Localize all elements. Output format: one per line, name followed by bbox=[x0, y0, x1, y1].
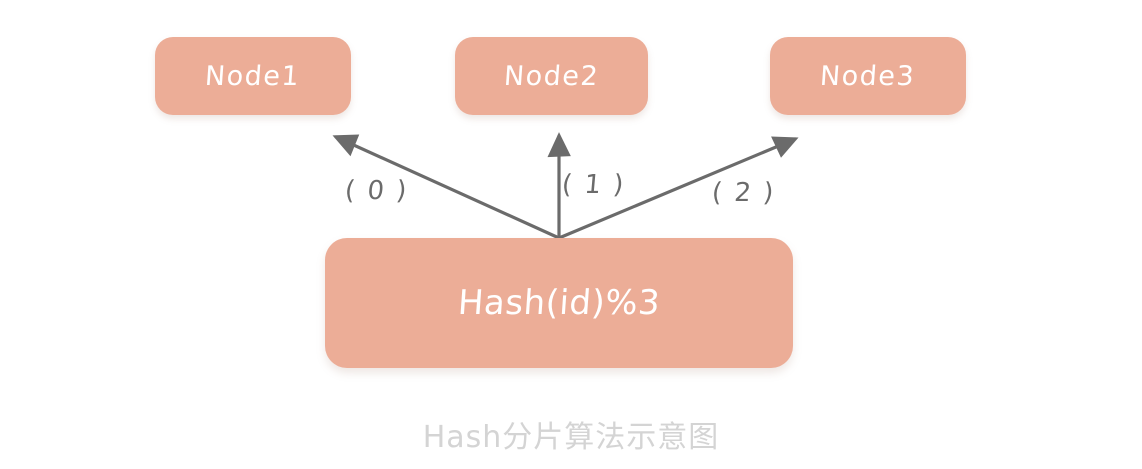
node-label-node2: Node2 bbox=[502, 60, 601, 92]
hash-function-box[interactable]: Hash(id)%3 bbox=[325, 238, 793, 368]
node-label-node1: Node1 bbox=[204, 60, 302, 92]
node-box-node3[interactable]: Node3 bbox=[770, 37, 966, 115]
node-box-node2[interactable]: Node2 bbox=[455, 37, 648, 115]
node-box-node1[interactable]: Node1 bbox=[155, 37, 351, 115]
edge-label-2: ( 2 ) bbox=[710, 178, 777, 208]
diagram-caption: Hash分片算法示意图 bbox=[422, 420, 720, 455]
node-label-node3: Node3 bbox=[819, 60, 917, 92]
edge-label-1: ( 1 ) bbox=[560, 170, 627, 200]
hash-function-label: Hash(id)%3 bbox=[456, 283, 662, 323]
edge-label-0: ( 0 ) bbox=[343, 176, 410, 206]
